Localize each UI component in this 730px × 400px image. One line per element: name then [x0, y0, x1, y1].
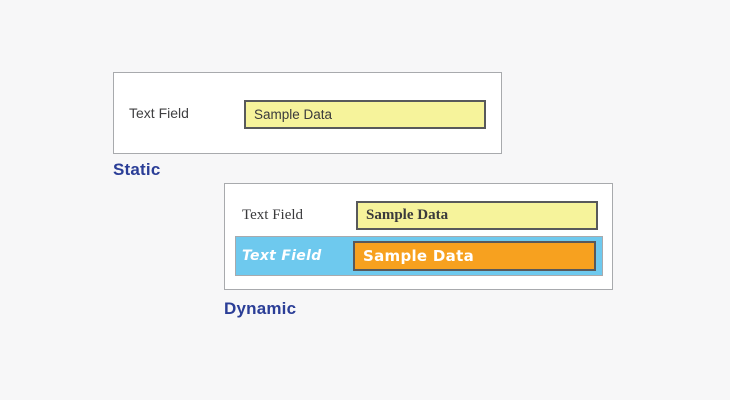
static-caption: Static [113, 160, 161, 179]
static-text-field-input[interactable]: Sample Data [244, 100, 486, 129]
dynamic-row-highlighted-text-field-input[interactable]: Sample Data [353, 241, 596, 271]
dynamic-row-normal-field-label: Text Field [242, 207, 304, 223]
static-example-panel: Text Field Sample Data [113, 72, 502, 154]
dynamic-row-highlighted[interactable]: Text Field Sample Data [235, 236, 603, 276]
dynamic-caption: Dynamic [224, 299, 297, 318]
dynamic-row-highlighted-field-label: Text Field [242, 248, 322, 264]
static-field-label: Text Field [129, 105, 189, 121]
dynamic-row-normal-text-field-input[interactable]: Sample Data [356, 201, 598, 230]
dynamic-example-panel: Text Field Sample Data Text Field Sample… [224, 183, 613, 290]
